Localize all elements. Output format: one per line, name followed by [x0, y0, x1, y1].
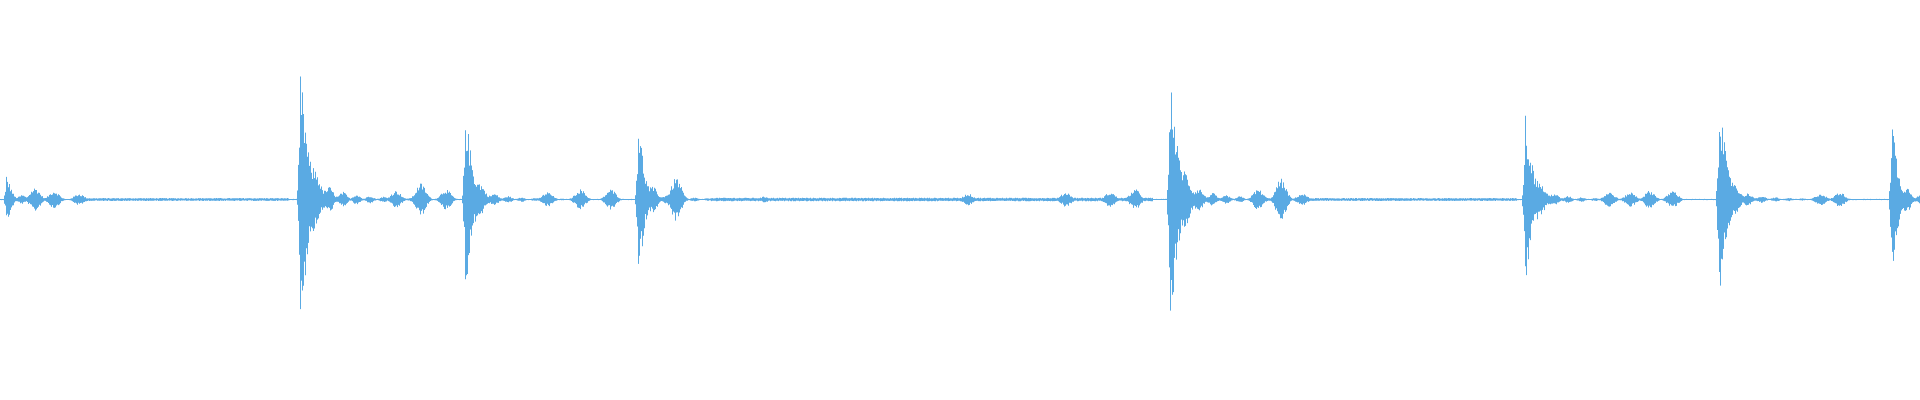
waveform-samples: [0, 76, 1920, 311]
